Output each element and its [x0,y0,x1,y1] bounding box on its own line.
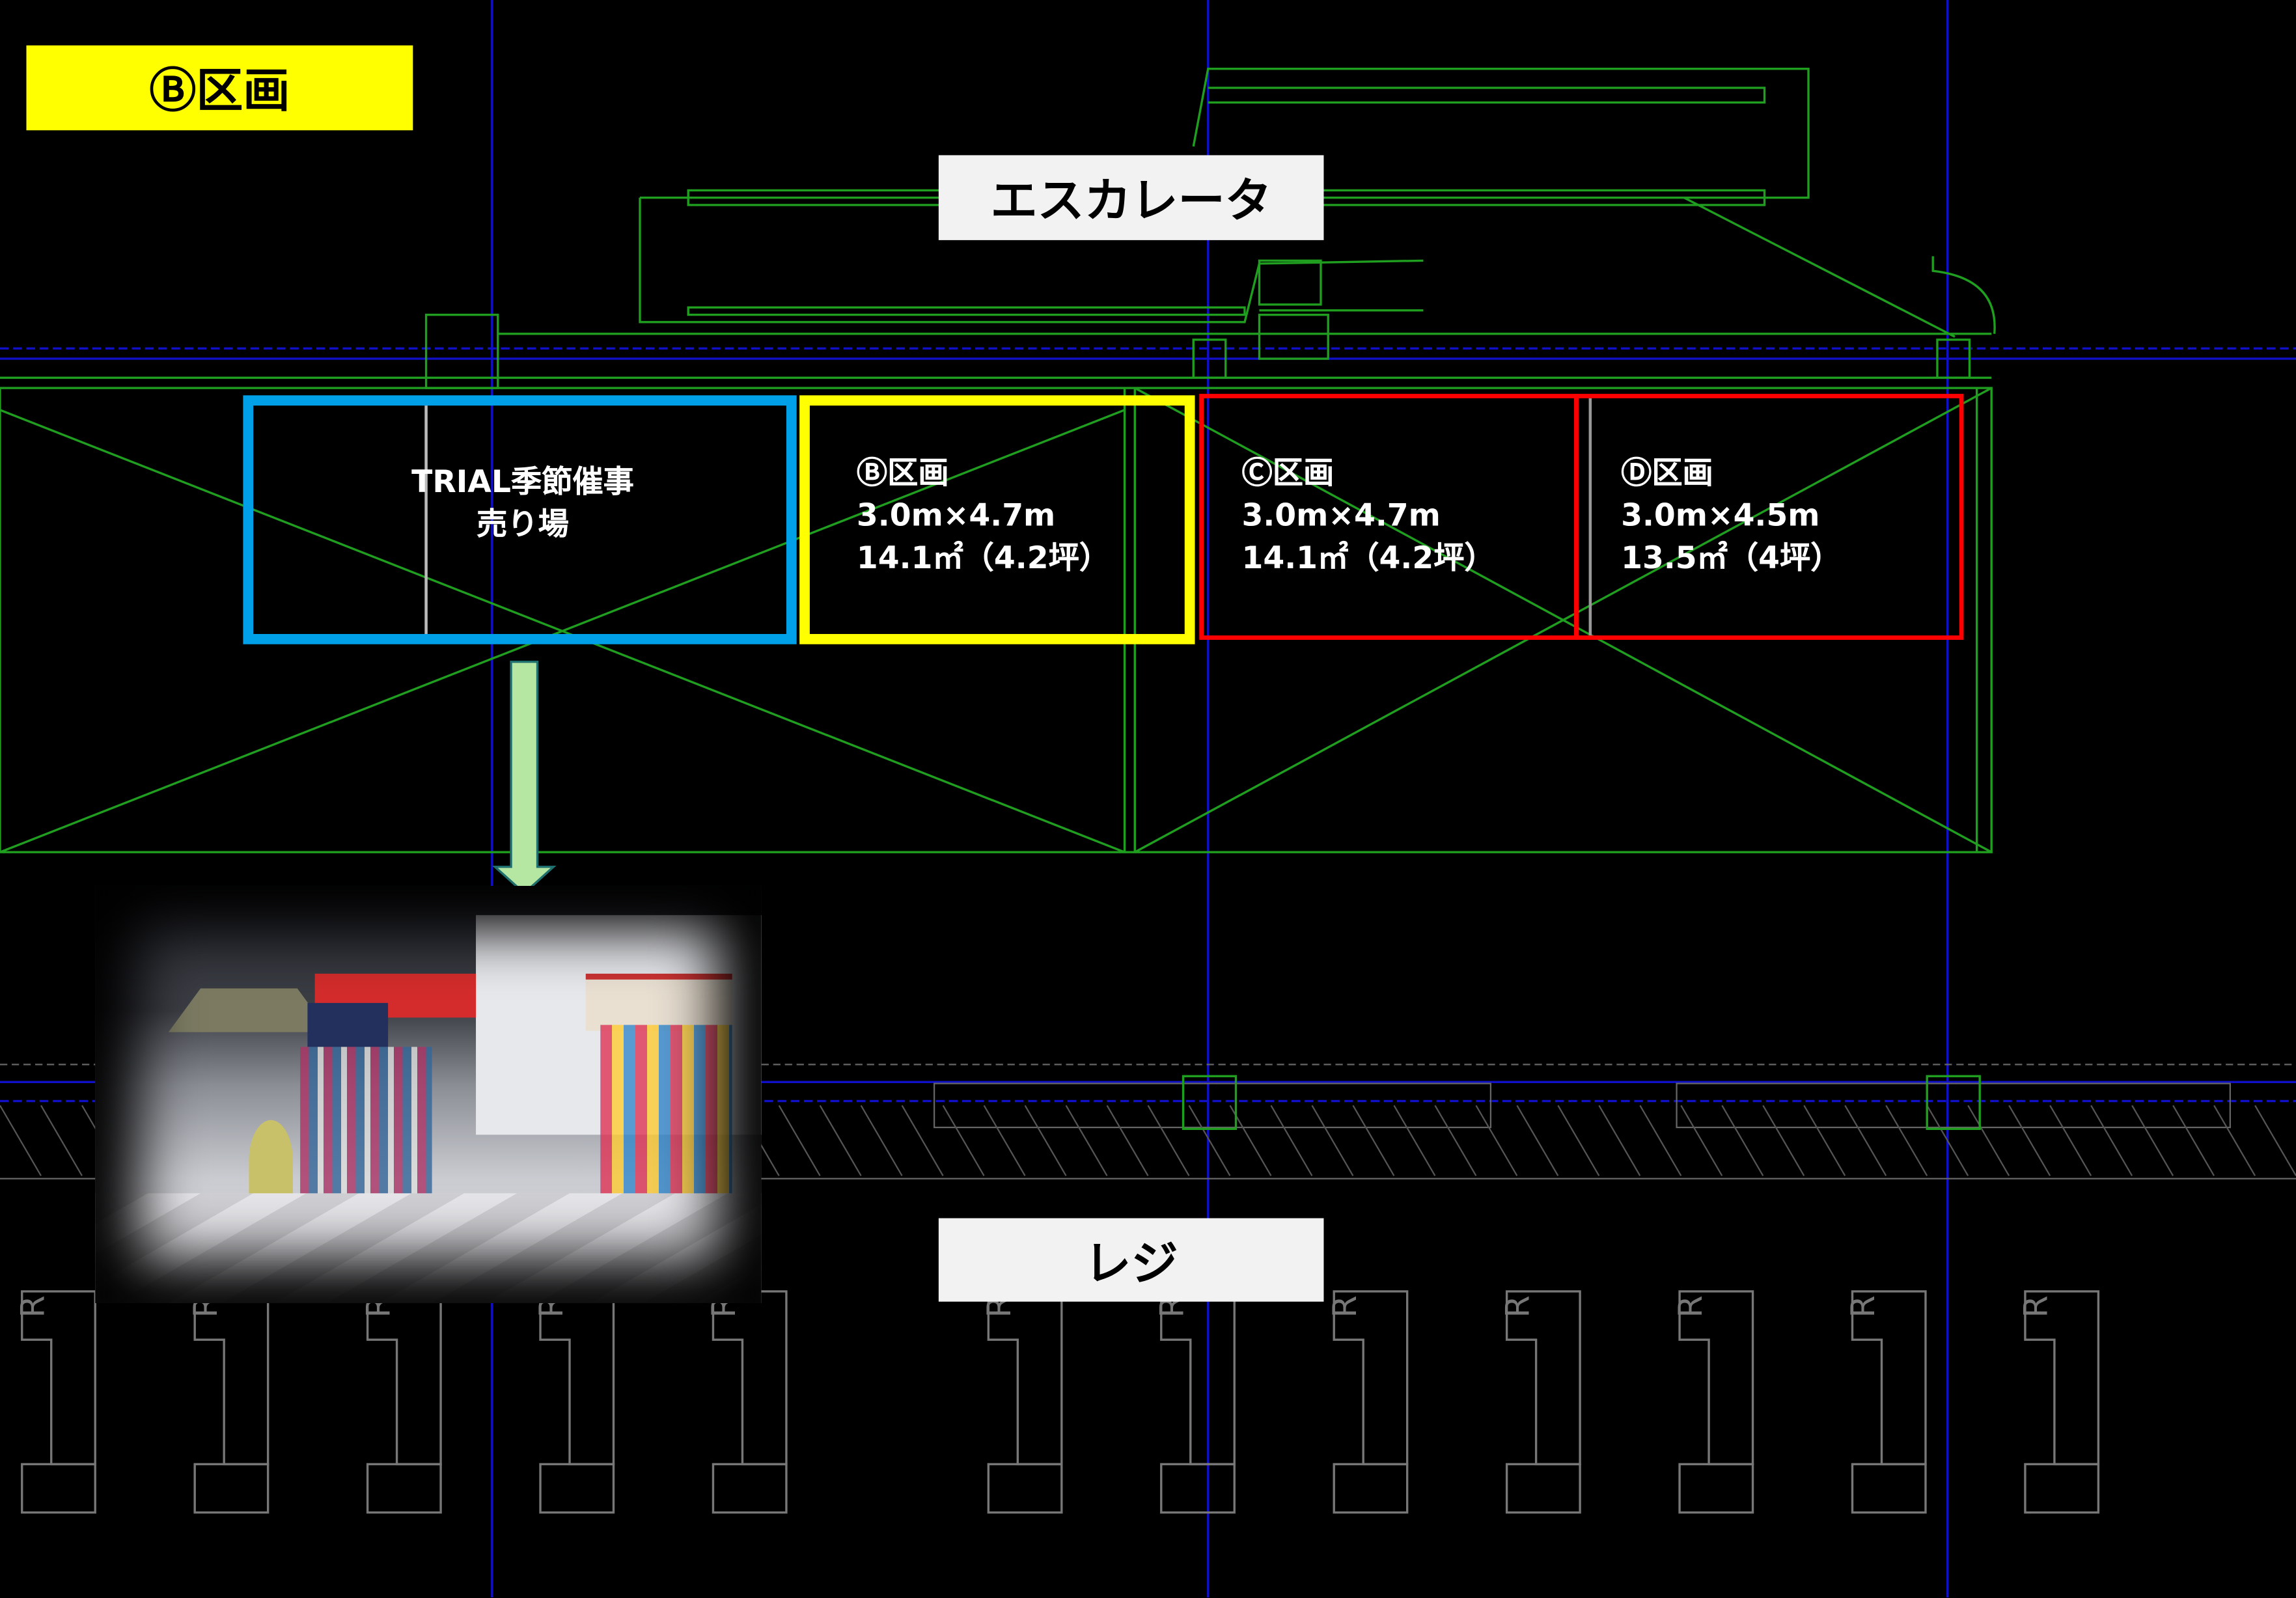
register-unit: R [1672,1290,1754,1514]
escalator-label: エスカレータ [938,155,1324,240]
hatch-line [40,1105,83,1176]
hatch-line [2131,1105,2174,1176]
hatch-line [2254,1105,2296,1176]
hatch-line [2090,1105,2133,1176]
store-photo [95,885,762,1303]
register-mark: R [2017,1295,2055,1317]
hatch-line [1434,1105,1477,1176]
zone-c-label: Ⓒ区画 3.0m×4.7m 14.1㎡（4.2坪） [1241,452,1495,580]
hatch-line [2172,1105,2215,1176]
hatch-line [819,1105,862,1176]
hatch-line [1639,1105,1682,1176]
hatch-line [2049,1105,2092,1176]
divider-line [1588,398,1592,636]
zone-d-size: 3.0m×4.5m [1621,497,1820,533]
register-unit: R [533,1290,615,1514]
zone-b[interactable] [799,395,1195,644]
hatch-line [1393,1105,1436,1176]
zone-c-size: 3.0m×4.7m [1241,497,1441,533]
hatch-line [1844,1105,1887,1176]
register-unit: R [14,1290,96,1514]
register-unit: R [1154,1290,1236,1514]
hatch-line [1598,1105,1641,1176]
register-unit: R [1844,1290,1927,1514]
register-unit: R [705,1290,788,1514]
zone-d[interactable] [1574,394,1964,640]
hatch-line [0,1105,42,1176]
zone-b-area: 14.1㎡（4.2坪） [856,540,1111,576]
hatch-line [1803,1105,1846,1176]
zone-d-area: 13.5㎡（4坪） [1621,540,1842,576]
hatch-line [2213,1105,2256,1176]
hatch-line [1311,1105,1354,1176]
hatch-line [942,1105,985,1176]
hatch-line [1352,1105,1395,1176]
hatch-line [1680,1105,1723,1176]
hatch-line [901,1105,944,1176]
register-unit: R [1499,1290,1581,1514]
register-mark: R [1326,1295,1364,1317]
hatch-line [1885,1105,1928,1176]
register-label: レジ [938,1218,1324,1302]
hatch-line [983,1105,1026,1176]
hatch-line [1475,1105,1518,1176]
hatch-line [1106,1105,1149,1176]
hatch-line [1270,1105,1313,1176]
hatch-line [1188,1105,1231,1176]
register-mark: R [1844,1295,1882,1317]
hatch-line [778,1105,821,1176]
arrow-down-icon [491,661,557,895]
zone-d-label: Ⓓ区画 3.0m×4.5m 13.5㎡（4坪） [1621,452,1841,580]
zone-b-name: Ⓑ区画 [856,455,949,491]
register-mark: R [1672,1295,1709,1317]
hatch-line [1967,1105,2010,1176]
hatch-line [1557,1105,1600,1176]
hatch-line [1926,1105,1969,1176]
zone-trial-seasonal[interactable] [243,395,797,644]
page-title: Ⓑ区画 [26,45,413,131]
register-unit: R [1326,1290,1409,1514]
hatch-line [1516,1105,1559,1176]
hatch-line [2008,1105,2051,1176]
hatch-line [1065,1105,1108,1176]
zone-b-size: 3.0m×4.7m [856,497,1056,533]
zone-b-label: Ⓑ区画 3.0m×4.7m 14.1㎡（4.2坪） [857,452,1110,580]
zone-trial-sub: 売り場 [477,506,569,542]
zone-d-name: Ⓓ区画 [1621,455,1713,491]
register-unit: R [359,1290,442,1514]
zone-c-name: Ⓒ区画 [1241,455,1335,491]
hatch-line [1024,1105,1067,1176]
hatch-line [1762,1105,1805,1176]
hatch-line [1721,1105,1764,1176]
divider-line [424,406,428,634]
hatch-line [860,1105,903,1176]
register-unit: R [187,1290,270,1514]
register-unit: R [980,1290,1063,1514]
hatch-line [1147,1105,1190,1176]
zone-trial-name: TRIAL季節催事 [411,464,634,500]
register-mark: R [14,1295,51,1317]
register-unit: R [2017,1290,2100,1514]
escalator-structure [0,68,1996,853]
zone-c-area: 14.1㎡（4.2坪） [1241,540,1495,576]
zone-trial-label: TRIAL季節催事 売り場 [246,461,799,546]
register-mark: R [1499,1295,1536,1317]
